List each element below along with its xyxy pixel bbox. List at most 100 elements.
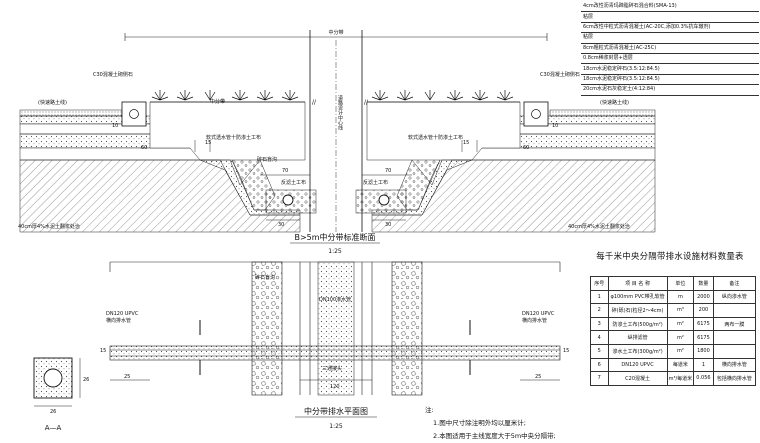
plan-dim-120: 120 xyxy=(330,384,340,390)
col-header: 单位 xyxy=(666,276,695,291)
table-cell: 碎(砾)石(粒径2～4cm) xyxy=(607,303,668,318)
table-cell: DN120 UPVC xyxy=(607,357,668,373)
dim-30-left: 30 xyxy=(278,222,284,228)
col-header: 数量 xyxy=(693,276,714,291)
notes-title: 注: xyxy=(425,406,434,414)
plan-dim-25-right: 25 xyxy=(535,374,541,380)
table-cell: 6175 xyxy=(693,330,714,345)
plan-dim-15-right: 15 xyxy=(563,348,569,354)
vertical-center-label: 道路设计中心线 xyxy=(337,94,343,130)
table-cell: 渗水土工布(300g/m²) xyxy=(607,343,668,359)
table-cell xyxy=(712,330,757,345)
table-cell: 两布一膜 xyxy=(712,316,757,332)
table-cell: 7 xyxy=(590,371,609,386)
plan-right-pipe-line2: 横向排水管 xyxy=(522,317,547,324)
table-cell: 6175 xyxy=(693,316,714,332)
table-cell: 5 xyxy=(590,343,609,359)
table-cell: 1800 xyxy=(693,343,714,359)
table-row: 3 防渗土工布(500g/m²) m² 6175 两布一膜 xyxy=(590,316,757,332)
table-cell: φ100mm PVC带孔软管 xyxy=(607,289,668,305)
table-cell: m² xyxy=(666,343,695,359)
table-cell: m xyxy=(666,289,695,305)
dim-70-left: 70 xyxy=(282,168,288,174)
table-cell: C20混凝土 xyxy=(607,371,668,386)
table-cell: m² xyxy=(666,330,695,345)
detail-aa: 26 26 A—A xyxy=(33,357,89,432)
table-cell: 6 xyxy=(590,357,609,373)
col-header: 备注 xyxy=(712,276,757,291)
table-cell: 3 xyxy=(590,316,609,332)
dim-15-right: 15 xyxy=(463,140,469,146)
table-cell: 横向排水管 xyxy=(712,357,757,373)
table-cell: m³/每道米 xyxy=(666,371,695,386)
plan-dim-25-left: 25 xyxy=(124,374,130,380)
plan-gravel-label: 碎石盲沟 xyxy=(255,274,275,281)
right-curb-label: C30混凝土砌侧石 xyxy=(540,71,580,78)
layer-item: 4cm改性沥青玛蹄脂碎石混合料(SMA-13) xyxy=(581,2,759,13)
col-header: 项 目 名 称 xyxy=(607,276,668,291)
dim-30-right: 30 xyxy=(385,222,391,228)
break-mark-left: // xyxy=(312,99,317,106)
left-pipe-label: 软式透水管十防渗土工布 xyxy=(206,134,261,141)
table-row: 1 φ100mm PVC带孔软管 m 2000 纵向渗水管 xyxy=(590,289,757,305)
table-cell: 4 xyxy=(590,330,609,345)
note-item: 2.本图适用于主线宽度大于5m中央分隔带; xyxy=(433,432,556,440)
layer-item: 20cm水泥石灰稳定土(4:12:84) xyxy=(581,85,759,96)
table-cell: m³ xyxy=(666,303,695,318)
cross-section: 中分带 xyxy=(18,29,656,255)
left-base-label: 40cm厚4%水泥土翻浆处治 xyxy=(18,223,80,230)
table-row: 6 DN120 UPVC 每道米 1 横向排水管 xyxy=(590,357,757,373)
dim-10-left: 10 xyxy=(112,123,118,129)
plan-view: 25 25 120 15 15 碎石盲沟 DN100渗水管 DN120 UPVC… xyxy=(100,261,569,430)
dim-60-right: 60 xyxy=(523,145,529,151)
right-pipe-label: 软式透水管十防渗土工布 xyxy=(408,134,463,141)
table-cell xyxy=(712,303,757,318)
table-cell: 2000 xyxy=(693,289,714,305)
right-base-label: 40cm厚4%水泥土翻浆处治 xyxy=(568,223,630,230)
detail-height: 26 xyxy=(83,377,89,383)
notes-block: 注: 1.图中尺寸除注明外均以厘米计; 2.本图适用于主线宽度大于5m中央分隔带… xyxy=(425,404,556,443)
detail-title: A—A xyxy=(45,424,62,432)
plan-right-pipe-line1: DN120 UPVC xyxy=(522,311,555,317)
plan-tee-label: 三通接头 xyxy=(322,365,342,372)
plan-left-pipe-line1: DN120 UPVC xyxy=(106,311,139,317)
layer-item: 粘层 xyxy=(581,33,759,44)
col-header: 序号 xyxy=(590,276,609,291)
dim-60-left: 60 xyxy=(141,145,147,151)
layer-item: 18cm水泥稳定碎石(3.5:12:84.5) xyxy=(581,75,759,86)
plan-left-pipe-line2: 横向排水管 xyxy=(106,317,131,324)
table-cell: 2 xyxy=(590,303,609,318)
plan-title: 中分带排水平面图 xyxy=(304,406,368,416)
left-shoulder-label: (快速路土线) xyxy=(38,99,67,106)
table-cell: 防渗土工布(500g/m²) xyxy=(607,316,668,332)
layer-item: 0.8cm稀浆封层+透层 xyxy=(581,54,759,65)
table-cell: 每道米 xyxy=(666,357,695,373)
table-cell: m² xyxy=(666,316,695,332)
gravel-trench-label: 碎石盲沟 xyxy=(257,156,277,163)
plan-pipe-label: DN100渗水管 xyxy=(319,296,351,303)
table-cell xyxy=(712,343,757,359)
table-cell: 1 xyxy=(590,289,609,305)
section-title: B>5m中分带标准断面 xyxy=(294,232,375,242)
table-row: 5 渗水土工布(300g/m²) m² 1800 xyxy=(590,343,757,359)
layer-list: 4cm改性沥青玛蹄脂碎石混合料(SMA-13) 粘层 6cm改性中粒式沥青混凝土… xyxy=(581,2,759,96)
detail-width: 26 xyxy=(50,409,56,415)
note-item: 1.图中尺寸除注明外均以厘米计; xyxy=(433,419,526,427)
layer-item: 18cm水泥稳定碎石(3.5:12:84.5) xyxy=(581,64,759,75)
table-cell: 0.056 xyxy=(693,371,714,386)
plan-scale: 1:25 xyxy=(329,423,343,430)
table-cell: 1 xyxy=(693,357,714,373)
table-cell: 纵排滤管 xyxy=(607,330,668,345)
table-row: 2 碎(砾)石(粒径2～4cm) m³ 200 xyxy=(590,303,757,318)
geotextile-label-left: 反滤土工布 xyxy=(281,179,306,186)
layer-item: 粘层 xyxy=(581,12,759,23)
table-cell: 200 xyxy=(693,303,714,318)
table-cell: 包括横向排水管 xyxy=(712,371,757,386)
dim-70-right: 70 xyxy=(385,168,391,174)
break-mark-right: // xyxy=(364,99,369,106)
dim-10-right: 10 xyxy=(552,123,558,129)
left-curb-label: C30混凝土砌侧石 xyxy=(93,71,133,78)
layer-item: 8cm粗粒式沥青混凝土(AC-25C) xyxy=(581,44,759,54)
geotextile-label-right: 反滤土工布 xyxy=(363,179,388,186)
